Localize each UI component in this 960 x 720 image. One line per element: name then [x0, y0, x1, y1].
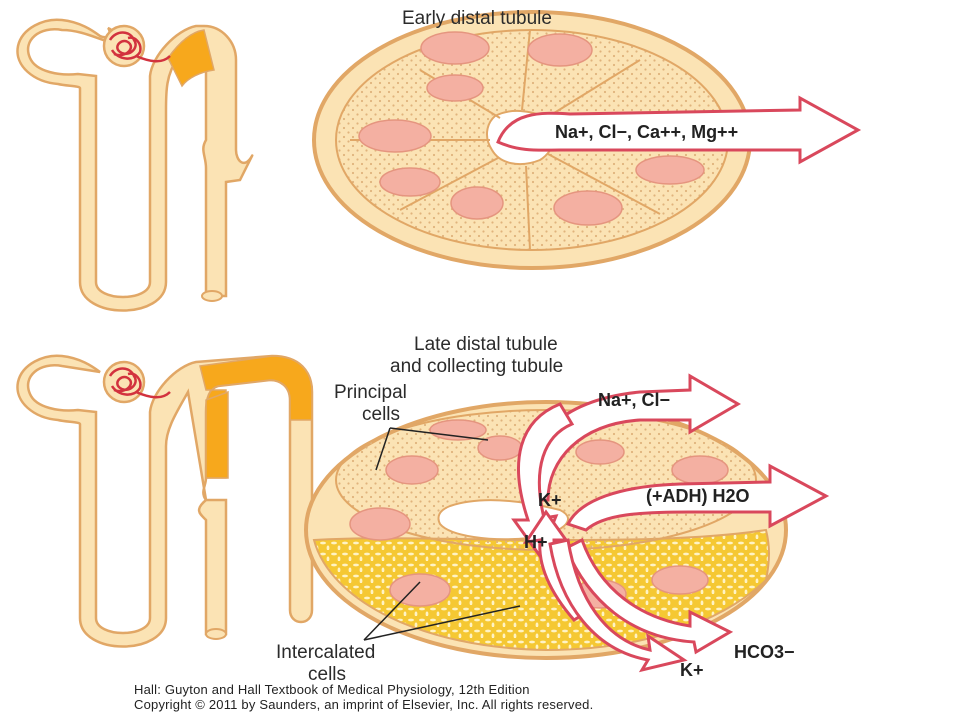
arrow-hco3 [564, 537, 734, 655]
credit-line1: Hall: Guyton and Hall Textbook of Medica… [134, 682, 530, 697]
duct-opening-top [201, 290, 223, 302]
arrows-bottom [511, 373, 830, 673]
intercalated-label-line2: cells [308, 664, 346, 685]
ion-na-cl-label: Na+, Cl− [598, 390, 670, 410]
glomerulus-top [102, 24, 171, 68]
glomerulus-bottom [102, 360, 171, 404]
nuclei-top [358, 31, 705, 226]
arrow-top [496, 95, 862, 165]
arrow-k-out [548, 538, 688, 673]
collecting-segment [205, 390, 229, 479]
principal-label-line1: Principal [334, 382, 407, 403]
bottom-title-line2: and collecting tubule [390, 356, 563, 377]
principal-label-line2: cells [362, 404, 400, 425]
ion-adh-h2o-label: (+ADH) H2O [646, 486, 750, 506]
ion-k-out-label: K+ [680, 660, 704, 680]
ion-hco3-label: HCO3− [734, 642, 795, 662]
nephron-bottom [16, 354, 314, 648]
top-title: Early distal tubule [402, 8, 552, 29]
leader-lines [363, 427, 521, 641]
ion-h-label: H+ [524, 532, 548, 552]
nephron-bottom-tubule [16, 354, 314, 648]
ion-k-in-label: K+ [538, 490, 562, 510]
intercalated-label-line1: Intercalated [276, 642, 375, 663]
early-distal-segment [167, 29, 215, 88]
bottom-title-line1: Late distal tubule [414, 334, 558, 355]
arrow-adh-h2o [565, 463, 830, 532]
top-ions-label: Na+, Cl−, Ca++, Mg++ [555, 122, 738, 142]
duct-opening-bottom [205, 628, 227, 640]
credit-line2: Copyright © 2011 by Saunders, an imprint… [134, 697, 594, 712]
nephron-top [16, 18, 254, 312]
